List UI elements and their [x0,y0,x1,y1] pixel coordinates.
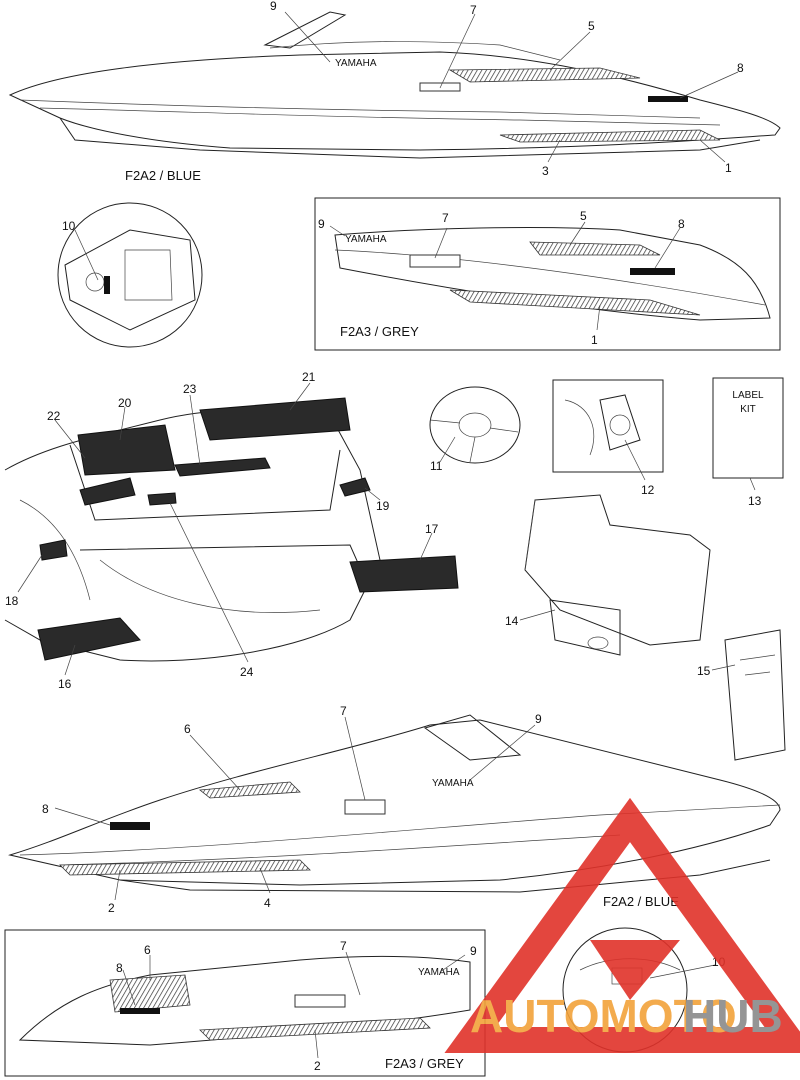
brand-logo: YAMAHA [335,58,377,69]
callout-21: 21 [302,370,316,384]
callout-8: 8 [737,61,744,75]
panel-bottom-grey: YAMAHA 8 6 7 9 2 F2A3 / GREY [4,929,486,1077]
callout-8-grey: 8 [678,217,685,231]
callout-11: 11 [430,459,443,473]
callout-3: 3 [542,164,549,178]
callout-7-grey: 7 [442,211,449,225]
item-15: 15 [697,629,786,761]
callout-8-grey-b: 8 [116,961,123,975]
caption-bottom-grey: F2A3 / GREY [385,1056,464,1071]
callout-2: 2 [108,901,115,915]
callout-5: 5 [588,19,595,33]
caption-bottom-blue: F2A2 / BLUE [603,894,679,909]
watermark-text-2: HUB [683,990,783,1042]
svg-text:YAMAHA: YAMAHA [418,967,460,978]
callout-13: 13 [748,494,762,508]
callout-20: 20 [118,396,132,410]
callout-8-b: 8 [42,802,49,816]
callout-9-b: 9 [535,712,542,726]
callout-17: 17 [425,522,439,536]
boat-top-blue: YAMAHA [8,11,781,159]
svg-text:YAMAHA: YAMAHA [432,778,474,789]
callout-23: 23 [183,382,197,396]
callout-1: 1 [725,161,732,175]
deck-interior [4,397,459,662]
callouts-bottom-blue: 6 7 9 8 2 4 [42,704,542,915]
callout-7-grey-b: 7 [340,939,347,953]
callouts-top-blue: 9 7 5 8 3 1 [270,0,744,178]
callouts-deck: 22 20 23 21 19 17 18 16 24 [5,370,439,691]
callout-12: 12 [641,483,655,497]
item-12-box: 12 [552,379,664,497]
caption-top-blue: F2A2 / BLUE [125,168,201,183]
callout-6-grey: 6 [144,943,151,957]
callout-24: 24 [240,665,254,679]
label-kit-line1: LABEL [732,390,764,401]
callout-7-b: 7 [340,704,347,718]
callout-1-grey: 1 [591,333,598,347]
callout-16: 16 [58,677,72,691]
callout-2-grey: 2 [314,1059,321,1073]
detail-10-top: 10 [57,202,203,348]
watermark-text-1: AUTOMOTO [470,990,737,1042]
callout-15: 15 [697,664,711,678]
boat-bottom-blue: YAMAHA [8,714,781,893]
callout-14: 14 [505,614,519,628]
cover-14: 14 [505,494,711,656]
callout-4: 4 [264,896,271,910]
steering-wheel: 11 [429,386,521,473]
callout-7: 7 [470,3,477,17]
panel-top-grey: YAMAHA 9 7 5 8 1 F2A3 / GREY [314,197,781,351]
callout-9-grey-b: 9 [470,944,477,958]
callout-5-grey: 5 [580,209,587,223]
watermark-logo: AUTOMOTO HUB [444,797,800,1053]
label-kit-line2: KIT [740,404,756,415]
callout-22: 22 [47,409,61,423]
callout-19: 19 [376,499,390,513]
caption-top-grey: F2A3 / GREY [340,324,419,339]
callout-9: 9 [270,0,277,13]
callout-9-grey: 9 [318,217,325,231]
label-kit: LABEL KIT 13 [712,377,784,508]
callout-10: 10 [62,219,76,233]
callout-6: 6 [184,722,191,736]
svg-text:YAMAHA: YAMAHA [345,234,387,245]
callout-18: 18 [5,594,19,608]
